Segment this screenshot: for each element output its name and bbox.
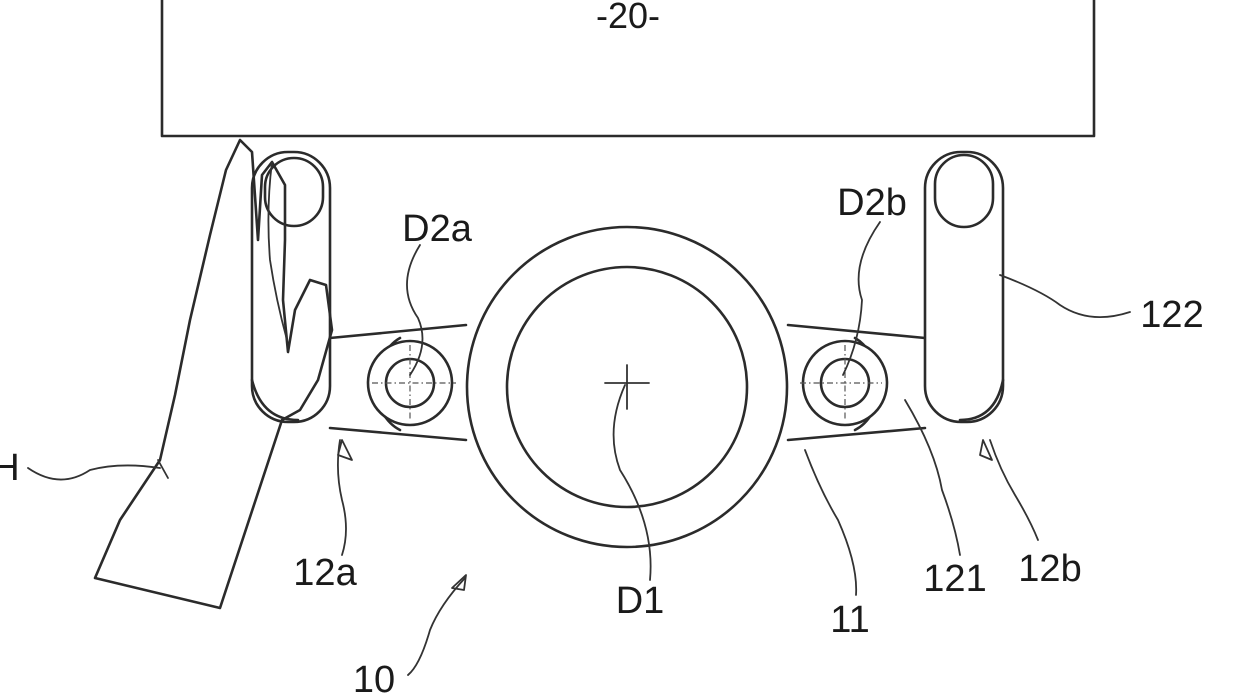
label-121: 121 <box>923 558 986 600</box>
label-10: 10 <box>353 659 395 700</box>
label-12a: 12a <box>293 552 357 594</box>
arm-12b <box>786 150 1005 442</box>
label-hand: H <box>0 447 20 489</box>
arm-12a <box>250 150 468 442</box>
label-d1: D1 <box>616 580 665 622</box>
label-12b: 12b <box>1018 548 1081 590</box>
reference-labels: D2a D2b D1 122 121 12b 11 12a 10 H <box>0 182 1204 700</box>
label-device-20: -20- <box>596 0 660 36</box>
label-d2a: D2a <box>402 208 473 250</box>
label-122: 122 <box>1140 294 1203 336</box>
hub-11 <box>465 225 789 549</box>
leader-lines <box>27 221 1131 676</box>
device-20: -20- <box>160 0 1096 138</box>
label-11: 11 <box>830 599 869 641</box>
label-d2b: D2b <box>837 182 907 224</box>
hand-outline <box>93 138 334 610</box>
